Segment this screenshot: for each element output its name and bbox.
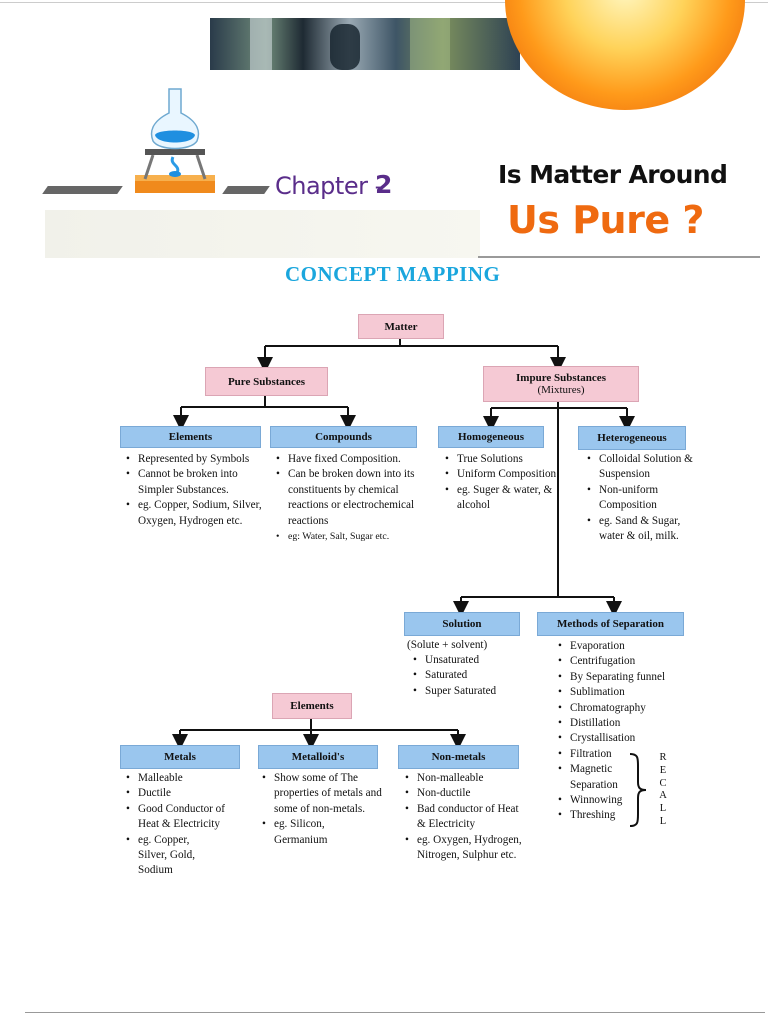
nonmetals-node: Non-metals [398,745,519,769]
list-item: Non-uniform Composition [587,483,693,514]
section-title: CONCEPT MAPPING [285,262,501,286]
impure-substances-sublabel: (Mixtures) [537,384,585,396]
list-item: Can be broken down into its constituents… [276,467,434,529]
metals-label: Metals [164,751,196,763]
separation-label: Methods of Separation [557,618,664,630]
solution-list: Unsaturated Saturated Super Saturated [411,653,535,700]
elements-list: Represented by Symbols Cannot be broken … [124,452,273,529]
list-item: Bad conductor of Heat & Electricity [405,802,521,833]
list-item: Have fixed Composition. [276,452,434,468]
list-item: Non-malleable [405,771,547,787]
list-item: Cannot be broken into Simpler Substances… [126,467,273,498]
nonmetals-label: Non-metals [431,751,486,763]
list-item: Threshing [558,808,698,824]
list-item: eg. Silicon, Germanium [262,817,349,848]
list-item: Non-ductile [405,786,547,802]
list-item: Sublimation [558,685,698,701]
metals-node: Metals [120,745,240,769]
list-item: eg. Suger & water, & alcohol [445,483,557,514]
separation-node: Methods of Separation [537,612,684,636]
recall-letter: L [659,815,667,827]
solution-node: Solution [404,612,520,636]
top-border [0,2,768,3]
recall-mnemonic: R E C A L L [657,752,669,829]
heterogeneous-list: Colloidal Solution & Suspension Non-unif… [585,452,693,544]
list-item: eg. Oxygen, Hydrogen, Nitrogen, Sulphur … [405,833,547,864]
header-shade [45,210,480,258]
list-item: Good Conductor of Heat & Electricity [126,802,234,833]
metalloids-list: Show some of The properties of metals an… [260,771,392,848]
heterogeneous-label: Heterogeneous [597,432,667,444]
recall-letter: E [659,764,667,776]
compounds-list: Have fixed Composition. Can be broken do… [274,452,434,545]
title-rule [478,256,760,258]
nonmetals-list: Non-malleable Non-ductile Bad conductor … [403,771,547,863]
solution-label: Solution [442,618,482,630]
list-item: Malleable [126,771,250,787]
list-item: eg. Copper, Sodium, Silver, Oxygen, Hydr… [126,498,273,529]
list-item: Saturated [413,668,535,684]
list-item: eg. Copper, Silver, Gold, Sodium [126,833,218,879]
separation-list: Evaporation Centrifugation By Separating… [556,639,698,824]
matter-node: Matter [358,314,444,339]
matter-label: Matter [384,320,418,333]
list-item: Represented by Symbols [126,452,273,468]
list-item: eg: Water, Salt, Sugar etc. [276,529,434,545]
elements-node: Elements [120,426,261,448]
sun-graphic [505,0,745,110]
recall-letter: A [659,790,667,802]
list-item: By Separating funnel [558,670,698,686]
list-item: Magnetic Separation [558,762,630,793]
chapter-label: Chapter - [275,172,383,200]
metalloids-node: Metalloid's [258,745,378,769]
pure-substances-node: Pure Substances [205,367,328,396]
list-item: Crystallisation [558,731,698,747]
footer-rule [25,1012,765,1013]
elements-label: Elements [168,431,213,443]
list-item: True Solutions [445,452,557,468]
recall-letter: R [659,752,667,763]
impure-substances-node: Impure Substances (Mixtures) [483,366,639,402]
list-item: Super Saturated [413,684,535,700]
homogeneous-node: Homogeneous [438,426,544,448]
elements-classification-node: Elements [272,693,352,719]
list-item: Winnowing [558,793,698,809]
chapter-number: 2 [375,170,393,199]
list-item: Chromatography [558,701,698,717]
list-item: Centrifugation [558,654,698,670]
homogeneous-list: True Solutions Uniform Composition eg. S… [443,452,557,514]
banner-image [210,18,520,70]
compounds-node: Compounds [270,426,417,448]
recall-letter: L [659,803,667,815]
metalloids-label: Metalloid's [291,751,345,763]
list-item: Ductile [126,786,250,802]
list-item: Filtration [558,747,698,763]
homogeneous-label: Homogeneous [458,431,524,443]
metals-list: Malleable Ductile Good Conductor of Heat… [124,771,250,879]
list-item: Uniform Composition [445,467,557,483]
solution-note: (Solute + solvent) [407,639,488,651]
list-item: eg. Sand & Sugar, water & oil, milk. [587,514,693,545]
list-item: Colloidal Solution & Suspension [587,452,693,483]
flask-icon [135,88,215,193]
chapter-title-line1: Is Matter Around [498,160,728,189]
pure-substances-label: Pure Substances [227,375,306,388]
chapter-title-line2: Us Pure ? [507,198,704,242]
list-item: Evaporation [558,639,698,655]
list-item: Distillation [558,716,698,732]
elements-classification-label: Elements [290,700,334,712]
impure-substances-label: Impure Substances [516,372,606,384]
decor-stripe [222,186,270,194]
compounds-label: Compounds [315,431,372,443]
list-item: Show some of The properties of metals an… [262,771,384,817]
recall-letter: C [659,777,667,789]
brace-icon [629,753,647,827]
list-item: Unsaturated [413,653,535,669]
decor-stripe [42,186,123,194]
heterogeneous-node: Heterogeneous [578,426,686,450]
